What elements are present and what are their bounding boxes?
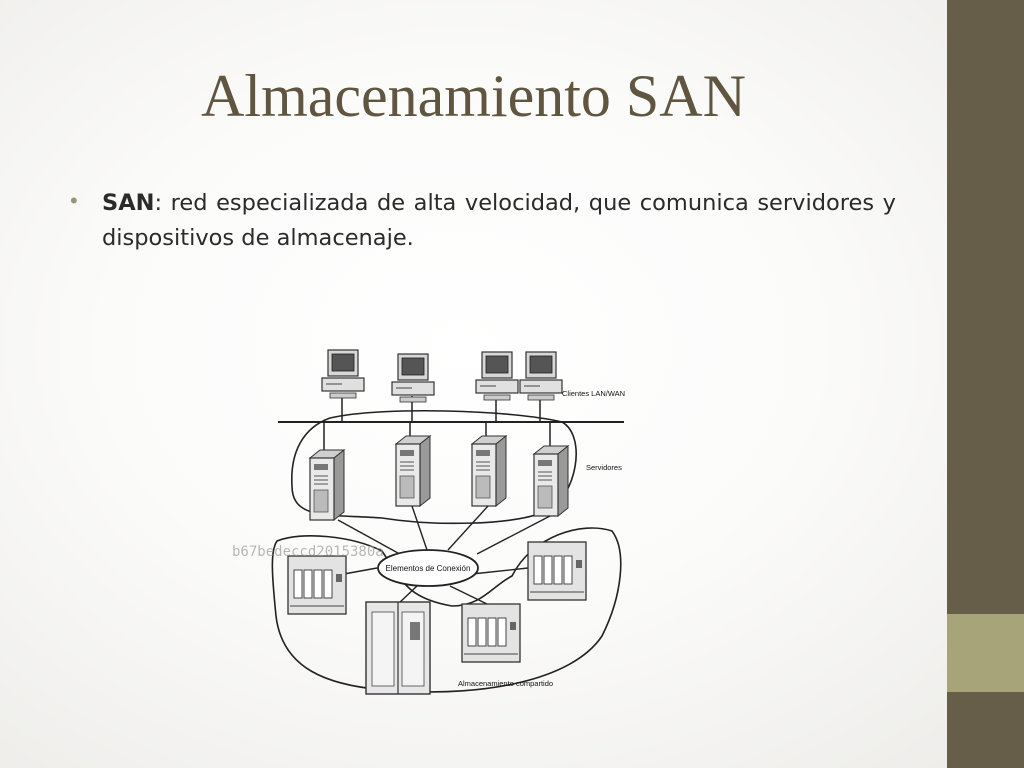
sidebar-accent: [947, 614, 1024, 692]
storage-array-icon: [461, 603, 521, 663]
bullet-description: : red especializada de alta velocidad, q…: [102, 190, 896, 251]
connection-hub: [377, 549, 479, 587]
server-icon: [395, 435, 431, 507]
san-diagram: Elementos de Conexión Clientes LAN/WAN S…: [232, 349, 625, 695]
servers-label: Servidores: [586, 463, 622, 472]
bullet-text: SAN: red especializada de alta velocidad…: [102, 186, 896, 256]
clients-label: Clientes LAN/WAN: [562, 389, 625, 398]
server-icon: [533, 445, 569, 517]
shared-storage-label: Almacenamiento compartido: [458, 679, 553, 688]
client-pc-icon: [475, 351, 519, 401]
client-pc-icon: [321, 349, 365, 399]
storage-cabinet-icon: [365, 601, 431, 695]
server-icon: [309, 449, 345, 521]
storage-array-icon: [287, 555, 347, 615]
storage-array-icon: [527, 541, 587, 601]
slide-title: Almacenamiento SAN: [201, 63, 746, 129]
servers-cluster-outline: [291, 409, 577, 525]
server-icon: [471, 435, 507, 507]
client-pc-icon: [519, 351, 563, 401]
connection-label: Elementos de Conexión: [386, 564, 471, 573]
watermark-text: b67bedeccd2015380a: [232, 544, 384, 560]
bullet-dot-icon: •: [70, 188, 78, 213]
bullet-item: • SAN: red especializada de alta velocid…: [70, 186, 896, 256]
client-pc-icon: [391, 353, 435, 403]
bullet-term: SAN: [102, 190, 155, 216]
